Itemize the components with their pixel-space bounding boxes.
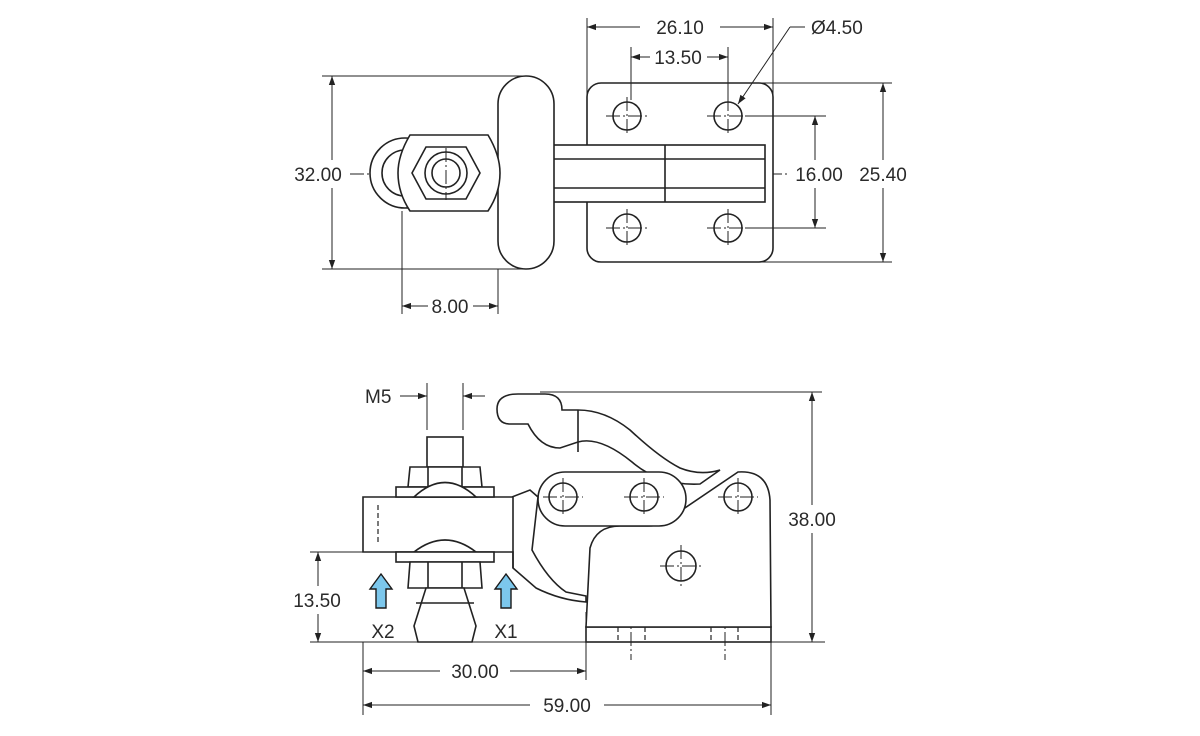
link-arm (537, 471, 687, 527)
dim-13-50-top: 13.50 (630, 47, 729, 100)
arrow-up-icon (493, 572, 519, 609)
dim-label: 8.00 (432, 297, 469, 318)
dim-label: 38.00 (788, 510, 836, 531)
dim-label: 13.50 (654, 48, 702, 69)
dim-30-00: 30.00 (362, 612, 587, 715)
dim-13-50-bottom: 13.50 (293, 551, 363, 642)
clamp-arm (362, 489, 587, 603)
dim-label: 26.10 (656, 18, 704, 39)
top-view: 26.10 13.50 Ø4.50 32.00 (294, 18, 907, 318)
handle (497, 75, 555, 270)
arm-bar (552, 144, 766, 203)
handle-lever (496, 393, 721, 485)
dim-label: M5 (365, 387, 391, 408)
dim-label: 16.00 (795, 165, 843, 186)
dim-hole-diameter: Ø4.50 (737, 18, 863, 105)
spindle (395, 436, 495, 643)
spindle-assembly (369, 134, 501, 212)
spindle-tip (413, 587, 477, 643)
dim-label: 59.00 (543, 696, 591, 717)
dim-label: Ø4.50 (811, 18, 863, 39)
hole-bottom-left (606, 209, 648, 247)
dim-label: 30.00 (451, 662, 499, 683)
dim-8-00: 8.00 (401, 211, 499, 318)
hole-top-right (707, 97, 749, 135)
dim-32-00: 32.00 (294, 75, 527, 270)
mounting-holes (606, 97, 749, 247)
dim-label: 32.00 (294, 165, 342, 186)
dim-label: 13.50 (293, 591, 341, 612)
dim-59-00: 59.00 (363, 612, 772, 717)
base-plate (585, 626, 772, 643)
link-pivot-holes (543, 478, 758, 516)
front-view: X2 X1 M5 38.00 13.50 (293, 383, 836, 717)
label-x2: X2 (371, 622, 394, 643)
dim-label: 25.40 (859, 165, 907, 186)
hole-bottom-right (707, 209, 749, 247)
dim-m5: M5 (365, 383, 485, 430)
dim-26-10: 26.10 (586, 18, 774, 100)
dim-25-40: 25.40 (760, 82, 907, 263)
force-arrows: X2 X1 (368, 572, 519, 643)
label-x1: X1 (494, 622, 517, 643)
dim-16-00: 16.00 (745, 115, 843, 229)
arrow-up-icon (368, 572, 394, 609)
dim-38-00: 38.00 (540, 391, 836, 642)
body-pivot-hole (660, 545, 702, 587)
hole-top-left (606, 97, 648, 135)
